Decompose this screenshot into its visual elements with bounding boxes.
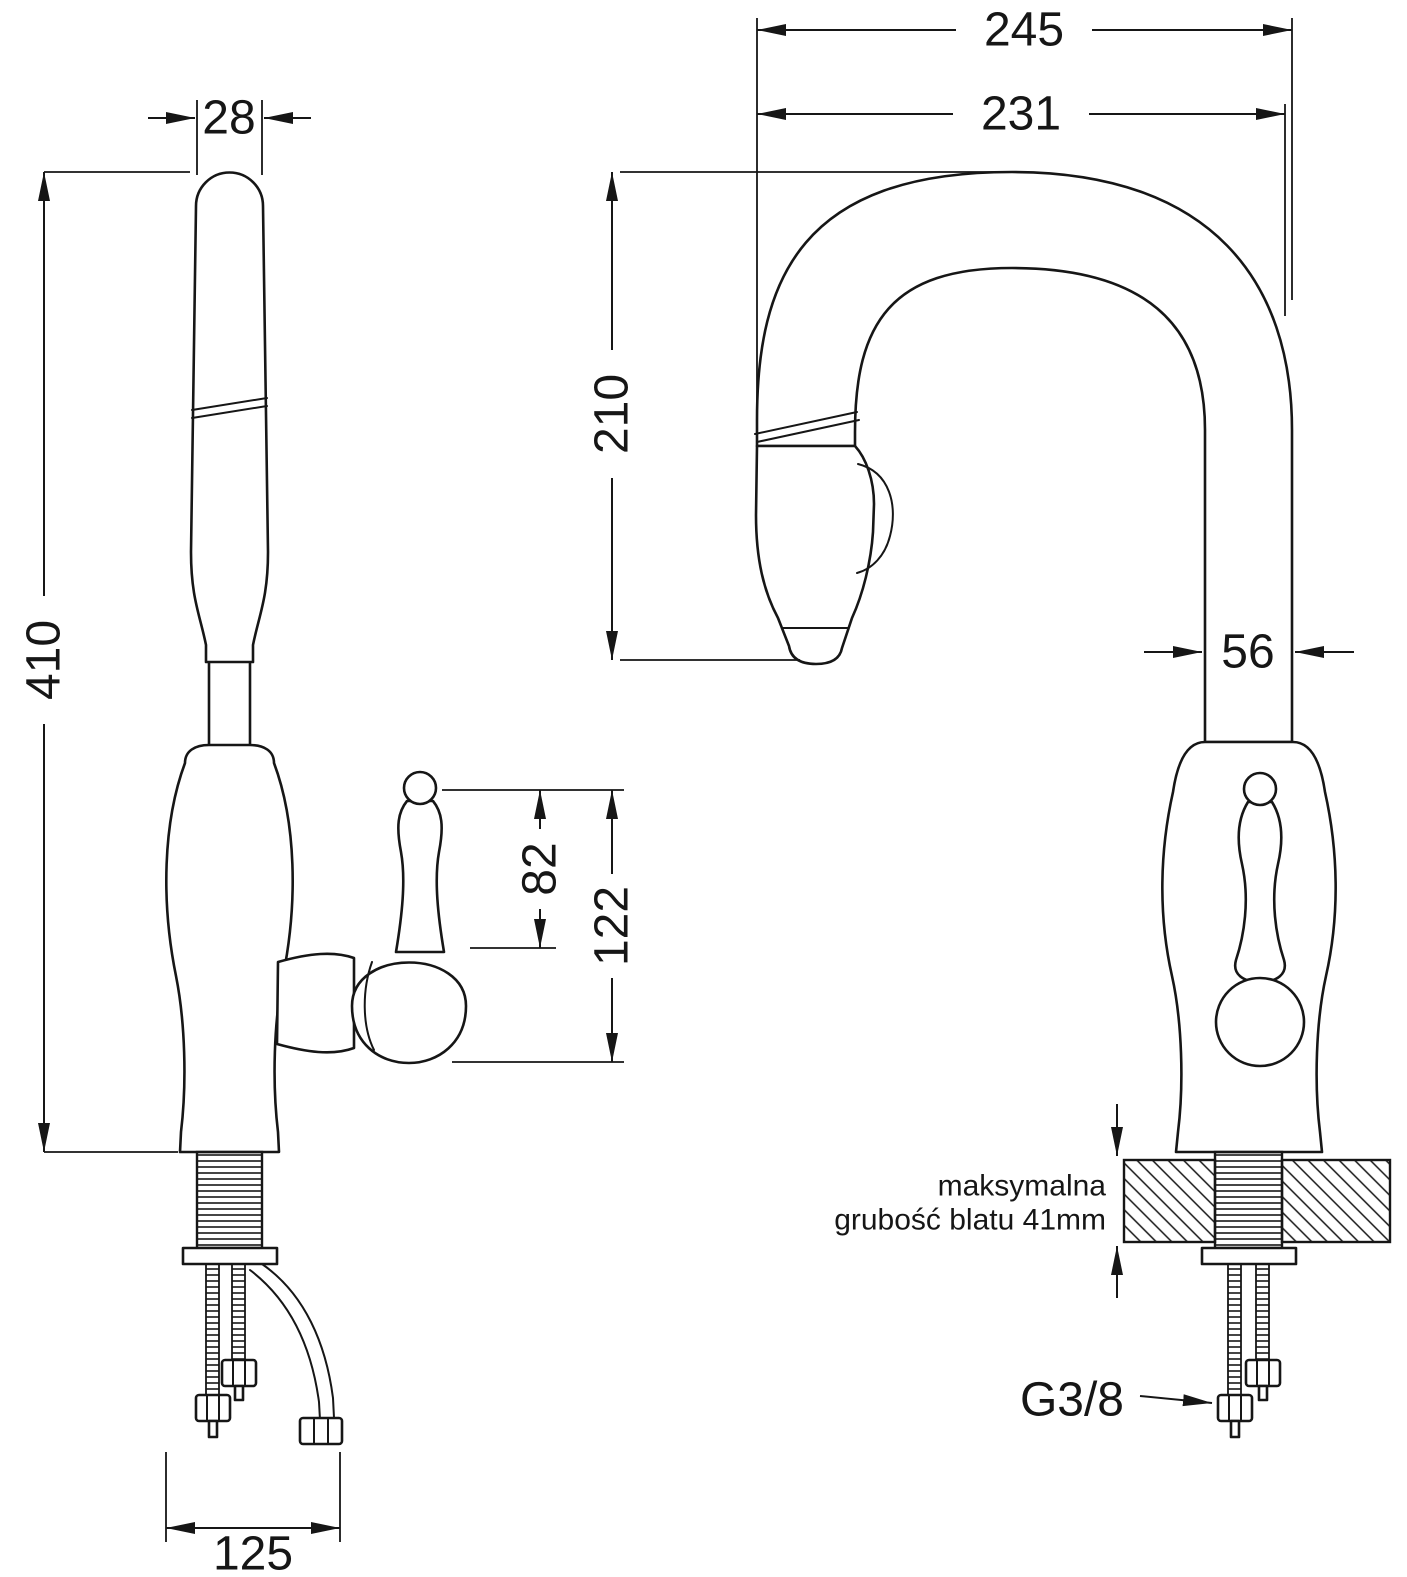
dim-handle-height-label: 122: [586, 886, 639, 966]
dim-pipe-width-label: 56: [1221, 626, 1274, 679]
countertop-thickness-annotation: maksymalna grubość blatu 41mm: [834, 1104, 1123, 1298]
right-mounting-plate: [1200, 1246, 1298, 1266]
countertop-note-line1: maksymalna: [938, 1170, 1107, 1203]
left-handle-ball-contour: [363, 961, 375, 1051]
countertop-section-left: [1122, 1158, 1217, 1244]
left-stud-a: [205, 1263, 220, 1396]
right-spray-head-seam-lines: [754, 411, 860, 443]
dim-handle-height-label-bg: [584, 874, 640, 978]
countertop-note-line2: grubość blatu 41mm: [834, 1204, 1106, 1237]
left-spout: [189, 171, 270, 664]
dim-total-height-extension-lines: [44, 171, 190, 1153]
right-stud-b-nut: [1244, 1358, 1282, 1402]
dim-spout-height-label: 210: [586, 374, 639, 454]
dim-handle-height-label-group: 122: [584, 874, 640, 978]
left-hose-nut: [298, 1416, 344, 1446]
countertop-section-right: [1280, 1158, 1392, 1244]
dim-spout-reach-label-bg: [953, 87, 1089, 141]
left-faucet-drawing: [165, 171, 468, 1446]
left-body: [165, 743, 294, 1154]
left-handle-connector: [275, 952, 356, 1054]
dim-spout-reach-label: 231: [981, 88, 1061, 141]
dim-spout-width-label: 28: [202, 92, 255, 145]
dim-spout-height-extension-lines: [620, 171, 1006, 661]
dim-overall-width: 245: [756, 3, 1293, 424]
dim-total-height-label-group: 410: [14, 596, 74, 724]
thread-size-label: G3/8: [1020, 1374, 1124, 1427]
right-gooseneck-pipe: [755, 170, 1294, 744]
dim-overall-width-extension-lines: [756, 18, 1293, 424]
dim-pipe-width: 56: [1144, 626, 1354, 679]
right-stud-a-nut: [1216, 1393, 1254, 1439]
dim-lever-height-label-bg: [512, 829, 568, 909]
dim-overall-width-label: 245: [984, 4, 1064, 57]
right-stud-a: [1227, 1263, 1242, 1396]
dim-spout-height: 210: [582, 171, 1006, 661]
thread-size-annotation: G3/8: [1020, 1374, 1213, 1427]
dim-total-height-label-bg: [14, 596, 74, 724]
dim-spout-width: 28: [148, 92, 311, 175]
right-threaded-stem: [1213, 1150, 1284, 1250]
dim-overall-width-label-bg: [956, 3, 1092, 57]
left-view: 28 410 82 122: [14, 92, 640, 1577]
dim-total-height: 410: [14, 171, 190, 1153]
left-neck: [207, 658, 252, 750]
left-handle-ball: [350, 961, 468, 1065]
dim-total-height-label: 410: [18, 620, 71, 700]
left-handle-lever: [394, 799, 446, 954]
right-handle-bead: [1242, 771, 1278, 807]
right-view: 245 231 210 56 maksymaln: [582, 3, 1392, 1439]
dim-spout-width-extension-lines: [196, 100, 263, 175]
dim-lever-height-label: 82: [514, 842, 567, 895]
left-stud-b: [231, 1263, 246, 1361]
left-mounting-plate: [181, 1246, 279, 1266]
thread-size-arrow: [1139, 1394, 1213, 1407]
right-faucet-drawing: [754, 170, 1392, 1439]
dim-spout-reach: 231: [757, 87, 1286, 316]
left-threaded-stem: [195, 1150, 264, 1250]
left-supply-hose: [249, 1263, 335, 1421]
dim-handle-extension-lines: [442, 789, 624, 1063]
right-handle-ball: [1214, 976, 1306, 1068]
dim-base-width: 125: [165, 1452, 341, 1577]
dim-lever-height: 82: [442, 789, 624, 1063]
dim-spout-height-label-group: 210: [582, 350, 642, 478]
dim-spout-height-label-bg: [582, 350, 642, 478]
right-spray-head: [754, 444, 876, 666]
dim-base-width-label: 125: [213, 1528, 293, 1577]
left-stud-b-nut: [220, 1358, 258, 1402]
dim-lever-height-label-group: 82: [512, 829, 568, 909]
left-stud-a-nut: [194, 1393, 232, 1439]
right-stud-b: [1255, 1263, 1270, 1361]
left-spout-seam-lines: [191, 397, 268, 419]
left-handle-bead: [402, 770, 438, 806]
right-spray-trigger: [856, 463, 894, 574]
dim-handle-height: 122: [584, 790, 640, 1062]
